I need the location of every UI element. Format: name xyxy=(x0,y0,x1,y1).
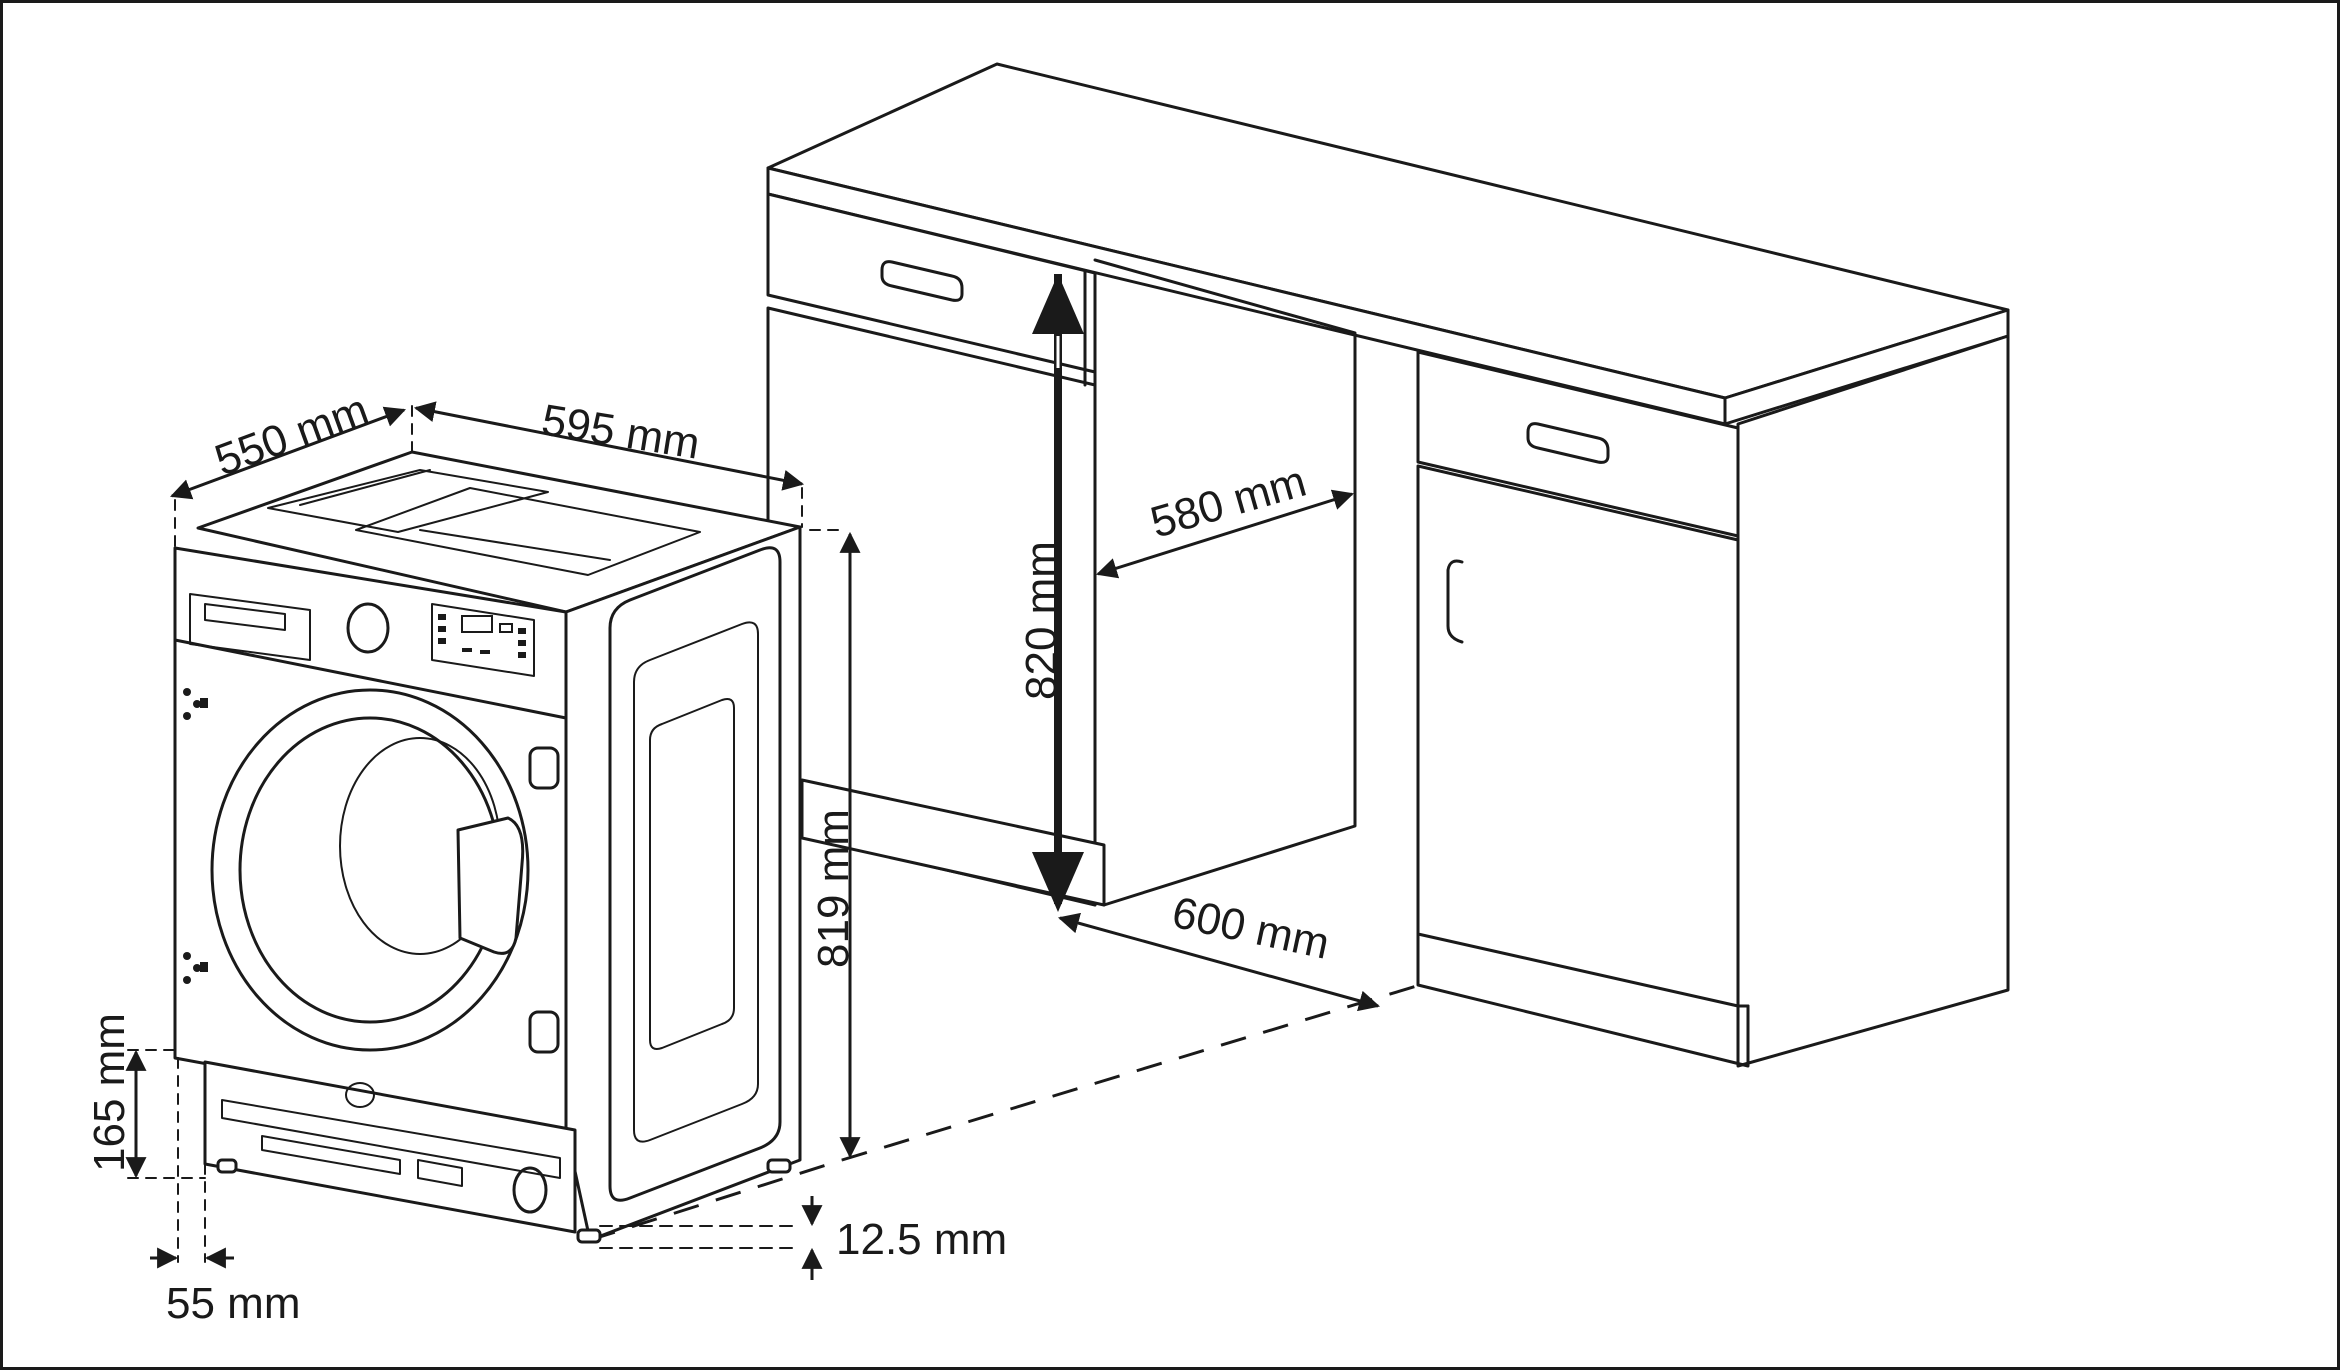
hinge-lower-icon xyxy=(528,1010,560,1054)
dim-line-595 xyxy=(413,401,805,491)
right-unit-side xyxy=(1736,334,2010,1068)
display-buttons xyxy=(438,614,526,658)
left-drawer-handle xyxy=(880,260,964,302)
foot-front-right xyxy=(576,1228,602,1244)
label-820: 820 mm xyxy=(1017,541,1066,700)
hinge-upper-icon xyxy=(528,746,560,790)
arrow-up-icon xyxy=(1032,274,1084,334)
program-knob-icon xyxy=(346,602,390,654)
dim-line-550 xyxy=(170,406,406,500)
right-plinth xyxy=(1416,932,1750,1068)
door-outer-ring xyxy=(210,688,530,1052)
floor-line xyxy=(841,983,1421,1162)
label-12-5: 12.5 mm xyxy=(836,1215,1007,1264)
foot-rear-right xyxy=(766,1158,792,1174)
right-door-panel xyxy=(1416,464,1740,1008)
top-rib xyxy=(419,529,611,561)
label-165: 165 mm xyxy=(85,1013,134,1172)
fixing-holes-lower xyxy=(183,952,208,984)
detergent-drawer-handle xyxy=(204,603,286,631)
kitchen-cabinet xyxy=(766,62,2010,1068)
label-550: 550 mm xyxy=(209,385,375,485)
base-slot xyxy=(261,1135,401,1175)
control-panel-divider xyxy=(173,638,568,720)
side-panel-inner xyxy=(649,698,735,1050)
label-600: 600 mm xyxy=(1168,888,1334,969)
right-door-handle xyxy=(1446,559,1464,644)
base-fixing xyxy=(345,1082,375,1108)
label-595: 595 mm xyxy=(538,395,703,468)
machine-side xyxy=(564,525,802,1242)
side-panel-mid xyxy=(633,621,759,1143)
door-handle xyxy=(456,816,525,955)
display-panel xyxy=(431,603,535,677)
top-panel-right xyxy=(355,487,701,576)
base-rail xyxy=(221,1099,561,1179)
right-drawer-handle xyxy=(1526,422,1610,464)
drain-pump-icon xyxy=(512,1166,548,1214)
detergent-drawer xyxy=(189,593,311,661)
base-slot-small xyxy=(417,1159,463,1187)
fixing-holes-upper xyxy=(183,688,208,720)
arrow-down-icon xyxy=(1032,852,1084,912)
dim-line-580 xyxy=(1095,489,1355,579)
niche-back-wall xyxy=(1093,258,1357,907)
label-55: 55 mm xyxy=(166,1279,300,1328)
washing-machine xyxy=(173,450,802,1244)
foot-front-left xyxy=(216,1158,238,1174)
dim-line-600 xyxy=(1057,912,1381,1012)
label-819: 819 mm xyxy=(809,809,858,968)
side-panel-outer xyxy=(608,546,782,1202)
